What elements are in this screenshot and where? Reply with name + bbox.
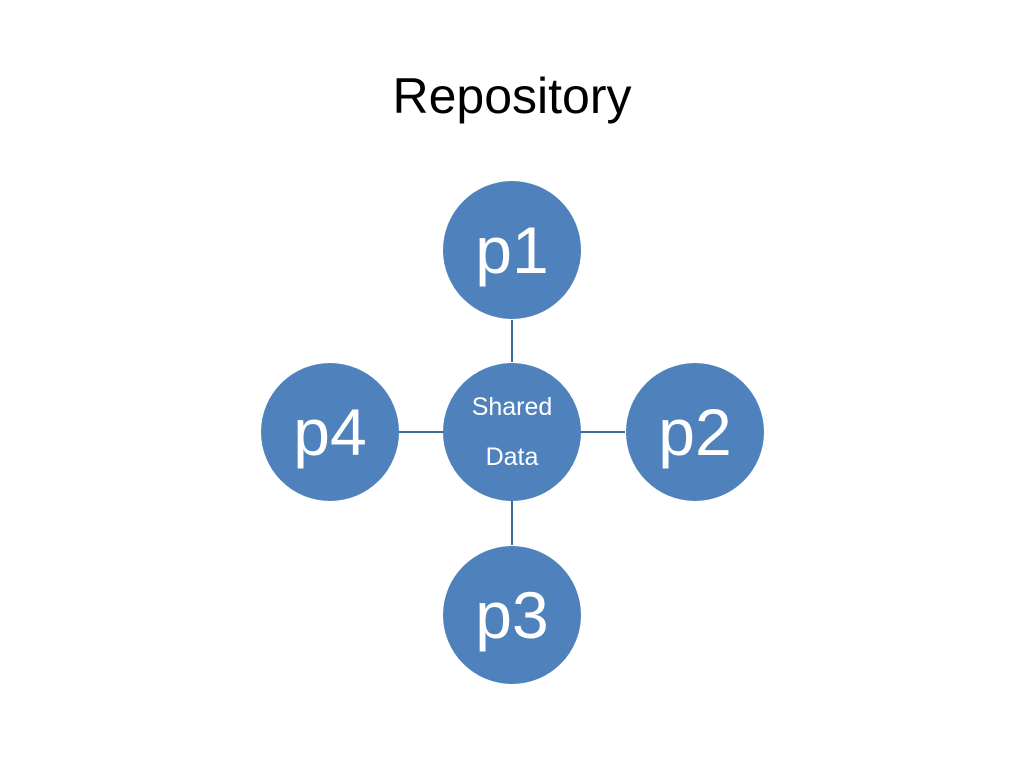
center-node: Shared Data bbox=[443, 363, 581, 501]
node-p1-circle bbox=[443, 181, 581, 319]
center-node-label-line2: Data bbox=[486, 443, 539, 471]
center-node-label-line1: Shared bbox=[472, 393, 553, 421]
node-p2: p2 bbox=[626, 363, 764, 501]
node-p2-label: p2 bbox=[658, 395, 731, 469]
node-p1-label: p1 bbox=[475, 213, 548, 287]
node-p3-circle bbox=[443, 546, 581, 684]
center-node-circle bbox=[443, 363, 581, 501]
node-p3-label: p3 bbox=[475, 578, 548, 652]
node-p3: p3 bbox=[443, 546, 581, 684]
node-p4-label: p4 bbox=[293, 395, 366, 469]
slide-title: Repository bbox=[392, 68, 632, 124]
node-p2-circle bbox=[626, 363, 764, 501]
node-p4: p4 bbox=[261, 363, 399, 501]
node-p1: p1 bbox=[443, 181, 581, 319]
node-p4-circle bbox=[261, 363, 399, 501]
